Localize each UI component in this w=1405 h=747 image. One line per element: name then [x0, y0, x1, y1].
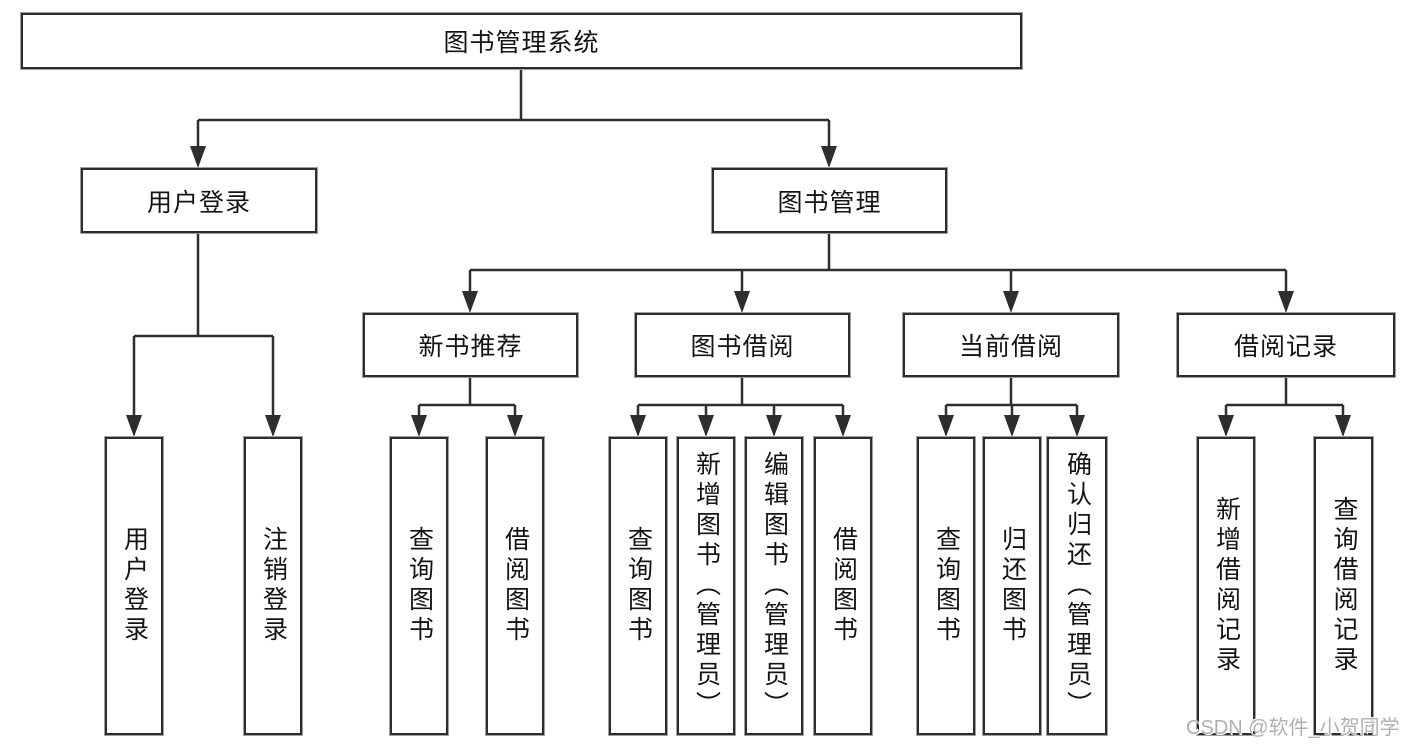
node-book-management-label: 图书管理: [777, 188, 882, 217]
leaf-add-borrow-record: 新增借阅记录: [1196, 436, 1256, 736]
leaf-query-book-current-label: 查询图书: [932, 526, 961, 646]
node-user-login-label: 用户登录: [146, 188, 251, 217]
leaf-query-book-borrow-label: 查询图书: [624, 526, 653, 646]
watermark: CSDN @软件_小贺同学: [1186, 717, 1400, 739]
node-borrow-record-label: 借阅记录: [1233, 333, 1338, 361]
leaf-add-book-admin: 新增图书（管理员）: [676, 436, 736, 736]
node-root: 图书管理系统: [20, 12, 1023, 70]
node-book-borrow: 图书借阅: [634, 312, 851, 378]
leaf-borrow-book-borrow-label: 借阅图书: [829, 526, 858, 646]
leaf-borrow-book-recommend-label: 借阅图书: [501, 526, 530, 646]
leaf-edit-book-admin: 编辑图书（管理员）: [744, 436, 804, 736]
leaf-return-book-label: 归还图书: [998, 526, 1027, 646]
node-book-borrow-label: 图书借阅: [690, 333, 795, 361]
node-user-login: 用户登录: [80, 167, 318, 234]
leaf-query-book-borrow: 查询图书: [608, 436, 668, 736]
leaf-query-borrow-record-label: 查询借阅记录: [1330, 496, 1358, 676]
node-borrow-record: 借阅记录: [1176, 312, 1396, 378]
node-current-borrow: 当前借阅: [902, 312, 1120, 378]
leaf-add-borrow-record-label: 新增借阅记录: [1212, 496, 1241, 676]
leaf-confirm-return-admin-label: 确认归还（管理员）: [1063, 451, 1092, 721]
leaf-query-book-recommend: 查询图书: [389, 436, 449, 736]
leaf-confirm-return-admin: 确认归还（管理员）: [1046, 436, 1108, 736]
arrowheads: [126, 146, 1351, 437]
node-current-borrow-label: 当前借阅: [958, 333, 1063, 361]
leaf-add-book-admin-label: 新增图书（管理员）: [692, 451, 721, 721]
leaf-user-login: 用户登录: [104, 436, 164, 736]
leaf-return-book: 归还图书: [982, 436, 1042, 736]
leaf-query-borrow-record: 查询借阅记录: [1313, 436, 1374, 736]
leaf-edit-book-admin-label: 编辑图书（管理员）: [760, 451, 789, 721]
node-book-management: 图书管理: [711, 167, 948, 234]
node-new-book-recommend-label: 新书推荐: [418, 333, 523, 361]
leaf-query-book-recommend-label: 查询图书: [405, 526, 434, 646]
connector-lines: [132, 69, 1345, 420]
leaf-borrow-book-recommend: 借阅图书: [485, 436, 545, 736]
node-root-label: 图书管理系统: [443, 29, 600, 57]
leaf-logout-label: 注销登录: [259, 526, 288, 646]
leaf-logout: 注销登录: [243, 436, 303, 736]
leaf-user-login-label: 用户登录: [120, 526, 149, 646]
node-new-book-recommend: 新书推荐: [362, 312, 579, 378]
leaf-query-book-current: 查询图书: [916, 436, 976, 736]
leaf-borrow-book-borrow: 借阅图书: [813, 436, 873, 736]
